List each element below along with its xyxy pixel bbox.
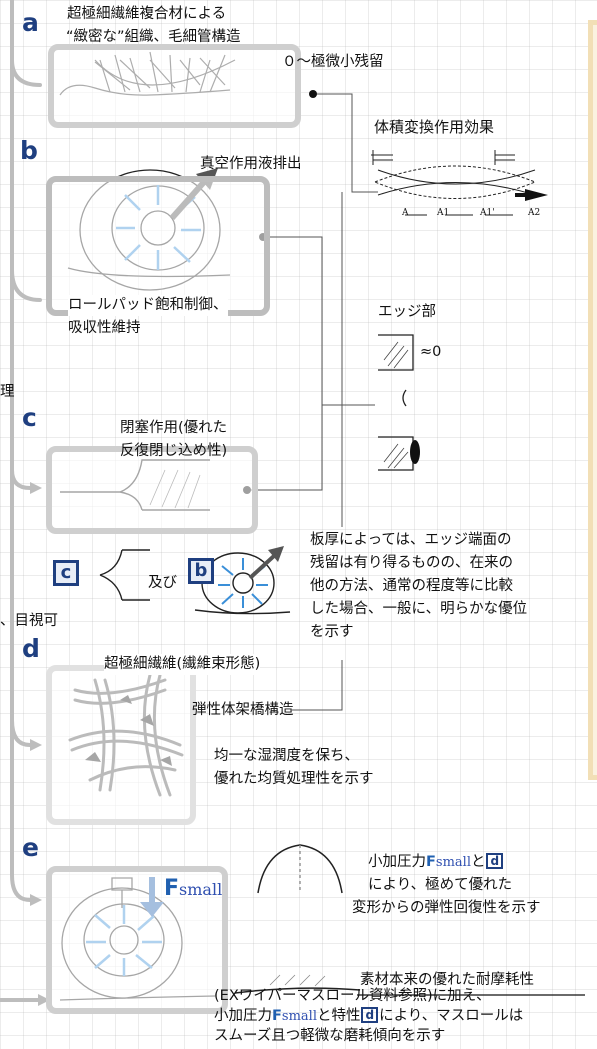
- badge-b: b: [188, 558, 214, 584]
- e-wear: 素材本来の優れた耐摩耗性: [360, 970, 534, 991]
- frame-a: [48, 44, 301, 128]
- side-panel: [588, 20, 597, 780]
- b-vacuum: 真空作用液排出: [200, 156, 302, 172]
- e-b2-badge: d: [361, 1007, 379, 1023]
- c-line1: 閉塞作用(優れた: [120, 420, 228, 436]
- a-line2: “緻密な”組織、毛細管構造: [66, 29, 241, 45]
- a-line1: 超極細繊維複合材による: [67, 6, 227, 22]
- e-b2a: 小加圧力: [214, 1008, 272, 1024]
- e-wear-text: 素材本来の優れた耐摩耗性: [360, 972, 534, 988]
- label-a: a: [22, 8, 39, 37]
- label-b: b: [20, 136, 38, 165]
- d-line2: 優れた均質処理性を示す: [214, 771, 374, 787]
- frame-e: [46, 866, 228, 1014]
- thickness-l2: 残留は有り得るものの、在来の: [310, 555, 513, 571]
- thickness-l3: 他の方法、通常の程度等に比較: [310, 578, 513, 594]
- d-line1: 均一な湿潤度を保ち、: [214, 748, 359, 764]
- thickness-l5: を示す: [310, 624, 354, 640]
- e-r1-sub: small: [435, 855, 471, 870]
- volume-title: 体積変換作用効果: [374, 118, 495, 136]
- label-e: e: [22, 833, 39, 862]
- fragment-visible: 、目視可: [0, 613, 58, 629]
- e-r1a: 小加圧力: [368, 854, 426, 870]
- and-text: 及び: [148, 575, 177, 591]
- label-A1p: A1': [480, 208, 495, 218]
- label-A: A: [402, 208, 409, 218]
- e-b2c: により、マスロールは: [379, 1008, 524, 1024]
- a-residue: ０～極微小残留: [282, 54, 384, 70]
- d-fiber: 超極細繊維(繊維束形態): [104, 654, 261, 675]
- d-elastic: 弾性体架橋構造: [192, 702, 294, 718]
- thickness-l4: した場合、一般に、明らかな優位: [310, 601, 528, 617]
- edge-approx: ≈0: [420, 344, 442, 360]
- e-right-line3: 変形からの弾性回復性を示す: [352, 900, 541, 916]
- e-b2b: と特性: [316, 1008, 361, 1024]
- b-line1: ロールパッド飽和制御、: [68, 295, 228, 316]
- force-sub: small: [179, 880, 223, 899]
- edge-title: エッジ部: [378, 304, 436, 320]
- badge-c: c: [53, 560, 79, 586]
- e-bottom-line1: (EXワイパーマスロール資料参照)に加え、: [214, 988, 491, 1004]
- force-letter: F: [164, 876, 180, 901]
- e-b2-force: F: [272, 1008, 282, 1024]
- e-r1-force: F: [426, 854, 436, 870]
- fragment-ri: 理: [0, 384, 15, 400]
- e-r1-badge: d: [486, 853, 504, 869]
- e-r1b: と: [470, 854, 486, 870]
- e-b2-sub: small: [281, 1009, 317, 1024]
- label-A1: A1: [437, 208, 450, 218]
- b-line2: 吸収性維持: [68, 320, 141, 336]
- label-A2: A2: [528, 208, 541, 218]
- force-label: Fsmall: [164, 876, 222, 901]
- frame-d: [46, 665, 196, 825]
- label-d: d: [22, 634, 40, 663]
- label-c: c: [22, 403, 37, 432]
- thickness-l1: 板厚によっては、エッジ端面の: [310, 532, 512, 548]
- c-line2: 反復閉じ込め性): [120, 443, 228, 459]
- e-right-line2: により、極めて優れた: [368, 877, 513, 893]
- e-bottom-line3: スムーズ且つ軽微な磨耗傾向を示す: [214, 1028, 446, 1044]
- frame-c: [46, 446, 258, 534]
